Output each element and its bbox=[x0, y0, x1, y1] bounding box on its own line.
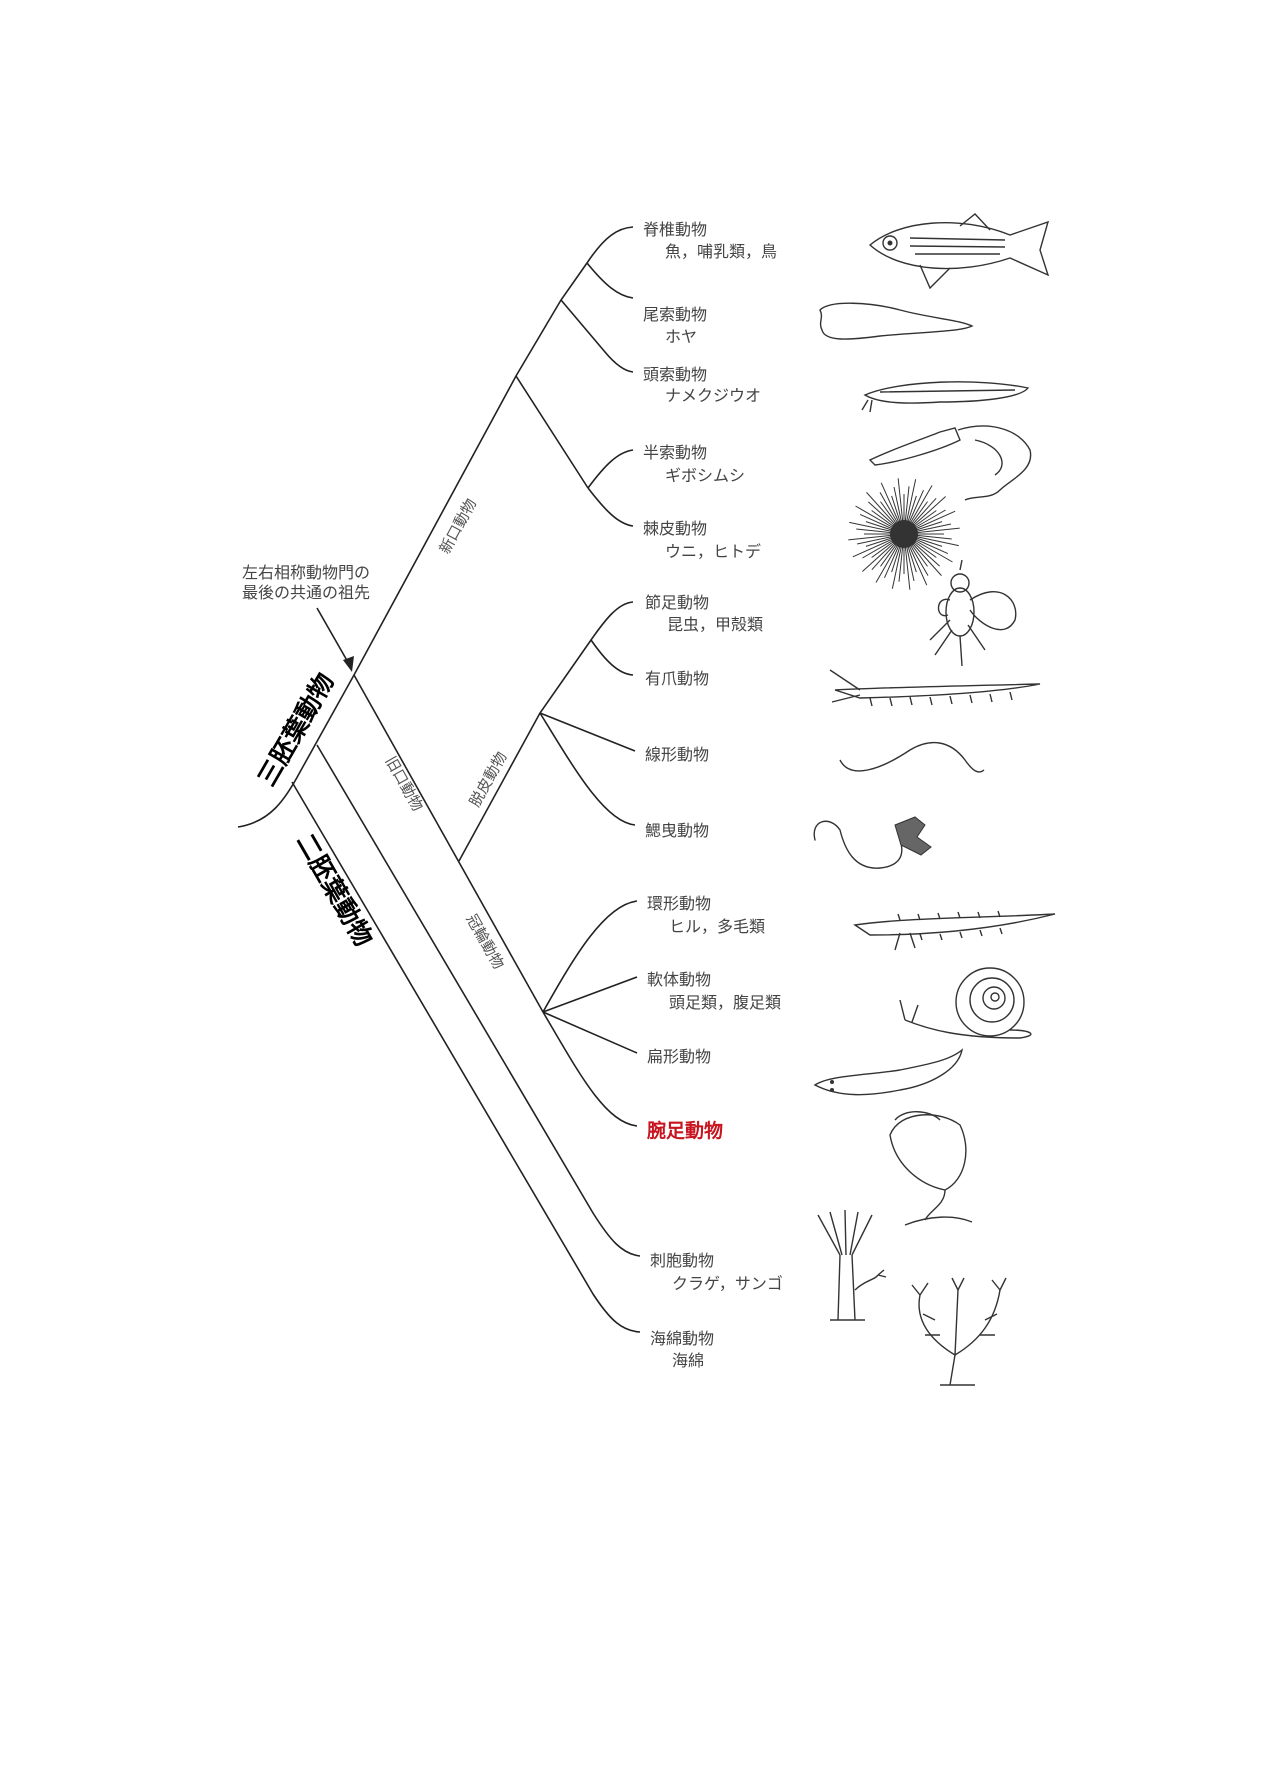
tunicate-larva-illustration bbox=[819, 302, 974, 340]
lancelet-illustration bbox=[861, 381, 1030, 413]
taxon-name: 節足動物 bbox=[645, 593, 709, 612]
annelid-illustration bbox=[853, 910, 1056, 951]
taxon-examples: 海綿 bbox=[672, 1351, 704, 1370]
fish-illustration bbox=[868, 213, 1050, 290]
branch-brachiopoda bbox=[542, 1011, 638, 1127]
arrow-head-icon bbox=[343, 656, 354, 672]
hydra-illustration bbox=[817, 1209, 887, 1321]
branch-deuterostome bbox=[353, 226, 634, 676]
branch-ecdysozoa bbox=[458, 601, 634, 862]
label-protostome: 旧口動物 bbox=[382, 753, 427, 814]
branch-mollusca bbox=[542, 976, 638, 1013]
branch-echinodermata bbox=[587, 487, 634, 527]
taxon-name: 棘皮動物 bbox=[643, 519, 707, 538]
tree-branches bbox=[237, 226, 641, 1333]
branch-cnidaria bbox=[316, 744, 641, 1257]
taxon-examples: ホヤ bbox=[665, 327, 697, 346]
nematode-illustration bbox=[839, 741, 985, 773]
taxon-name: 刺胞動物 bbox=[650, 1251, 714, 1270]
taxon-examples: 昆虫，甲殻類 bbox=[667, 615, 763, 634]
snail-illustration bbox=[899, 967, 1032, 1039]
sea-urchin-illustration bbox=[848, 478, 960, 590]
brachiopod-illustration bbox=[889, 1111, 973, 1226]
branch-nematoda bbox=[539, 712, 636, 752]
branch-cephalochordata bbox=[560, 299, 634, 373]
urchin-body bbox=[890, 520, 918, 548]
branch-hemichordata bbox=[587, 449, 634, 489]
branch-platyhelminthes bbox=[542, 1011, 638, 1054]
branch-annelida bbox=[542, 900, 638, 1013]
coral-illustration bbox=[911, 1277, 1007, 1386]
taxon-name: 軟体動物 bbox=[647, 970, 711, 989]
taxon-examples: ウニ，ヒトデ bbox=[665, 542, 761, 561]
taxon-name: 鰓曳動物 bbox=[645, 821, 709, 840]
taxon-name: 環形動物 bbox=[647, 894, 711, 913]
taxon-examples: ヒル，多毛類 bbox=[669, 917, 765, 936]
taxon-name: 有爪動物 bbox=[645, 669, 709, 688]
label-triploblast: 三胚葉動物 bbox=[252, 668, 340, 791]
acorn-worm-illustration bbox=[868, 425, 1032, 501]
taxon-examples: 魚，哺乳類，鳥 bbox=[665, 242, 777, 261]
fly-illustration bbox=[929, 559, 1017, 667]
taxon-name: 線形動物 bbox=[645, 745, 709, 764]
taxon-name: 海綿動物 bbox=[650, 1329, 714, 1348]
taxa-labels: 脊椎動物 魚，哺乳類，鳥 尾索動物 ホヤ 頭索動物 ナメクジウオ 半索動物 ギボ… bbox=[643, 220, 783, 1370]
taxon-examples: ギボシムシ bbox=[665, 466, 745, 485]
velvet-worm-illustration bbox=[829, 669, 1041, 707]
ancestor-note-line1: 左右相称動物門の bbox=[242, 563, 370, 582]
branch-protostome bbox=[353, 674, 544, 1013]
taxon-name: 脊椎動物 bbox=[643, 220, 707, 239]
taxon-name: 尾索動物 bbox=[643, 305, 707, 324]
label-lophotrochozoa: 冠輪動物 bbox=[463, 911, 508, 972]
ancestor-note-line2: 最後の共通の祖先 bbox=[242, 583, 370, 602]
taxon-name: 扁形動物 bbox=[647, 1047, 711, 1066]
taxon-name-highlighted: 腕足動物 bbox=[646, 1119, 723, 1142]
taxon-name: 頭索動物 bbox=[643, 365, 707, 384]
branch-porifera bbox=[291, 781, 641, 1333]
branch-onychophora bbox=[590, 639, 634, 676]
flatworm-illustration bbox=[813, 1048, 964, 1096]
taxon-examples: クラゲ，サンゴ bbox=[672, 1274, 783, 1293]
ancestor-arrow bbox=[316, 607, 350, 665]
branch-ambulacraria bbox=[515, 375, 589, 489]
taxon-examples: ナメクジウオ bbox=[665, 386, 761, 405]
priapulid-illustration bbox=[813, 816, 932, 869]
branch-urochordata bbox=[586, 262, 634, 299]
label-deuterostome: 新口動物 bbox=[436, 496, 480, 557]
root-curve bbox=[237, 674, 355, 828]
label-diploblast: 二胚葉動物 bbox=[291, 829, 379, 952]
taxon-examples: 頭足類，腹足類 bbox=[669, 993, 781, 1012]
branch-priapulida bbox=[539, 712, 636, 826]
taxon-name: 半索動物 bbox=[643, 443, 707, 462]
